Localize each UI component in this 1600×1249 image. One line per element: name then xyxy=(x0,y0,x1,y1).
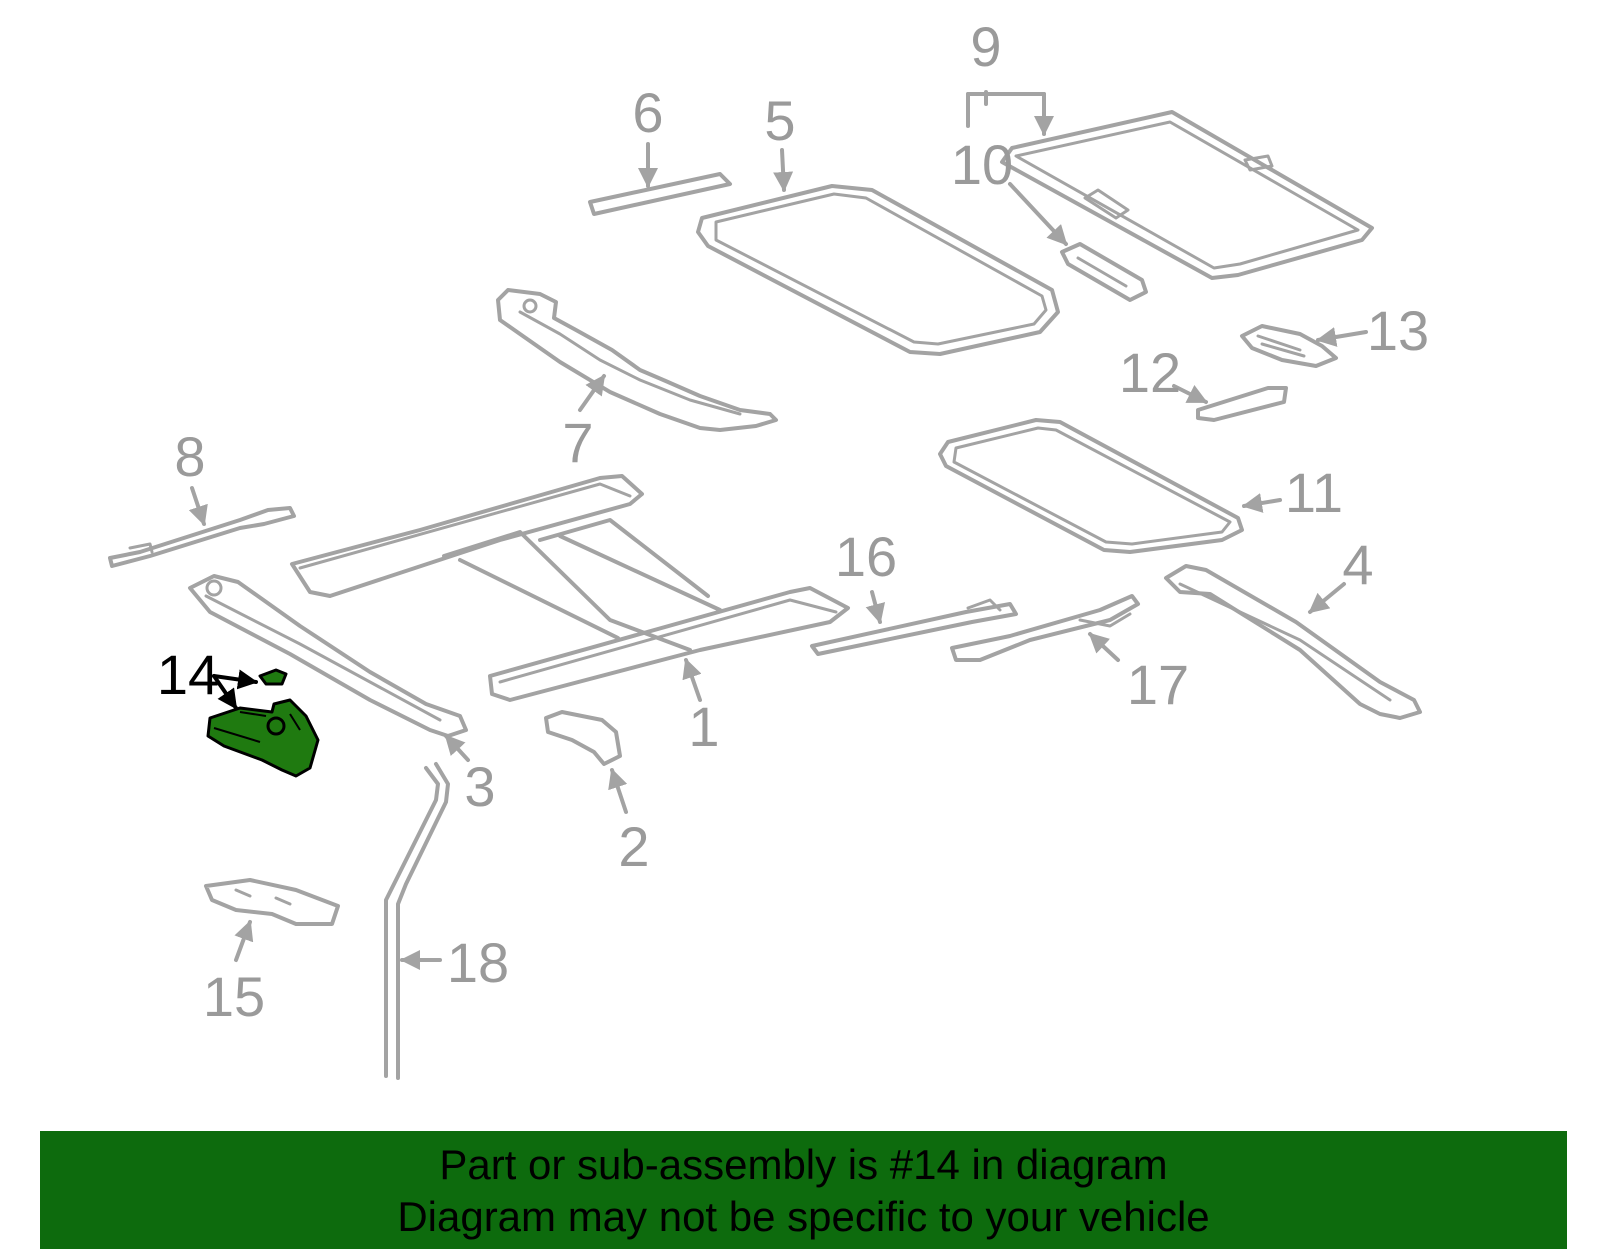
callout-7: 7 xyxy=(562,411,593,474)
part-8-bar xyxy=(108,506,296,568)
callout-4: 4 xyxy=(1342,533,1373,596)
part-10-handle xyxy=(1060,242,1148,302)
callout-numbers: 9 10 6 5 13 12 7 8 11 4 16 17 1 3 2 18 1… xyxy=(157,15,1429,1028)
part-7-rail xyxy=(496,288,778,432)
callout-11: 11 xyxy=(1285,461,1343,524)
part-4-rail xyxy=(1164,564,1422,720)
part-18-hose xyxy=(384,762,450,1080)
callout-17: 17 xyxy=(1127,653,1189,716)
callout-2: 2 xyxy=(618,815,649,878)
callout-8: 8 xyxy=(174,425,205,488)
part-11-seal xyxy=(938,418,1244,554)
callout-16: 16 xyxy=(835,525,897,588)
part-13-clip xyxy=(1240,324,1338,368)
callout-12: 12 xyxy=(1119,341,1181,404)
part-3-rail xyxy=(188,574,468,738)
callout-14: 14 xyxy=(157,643,219,706)
part-16-cable xyxy=(810,598,1018,656)
part-17-guide xyxy=(950,594,1140,662)
banner-line-2: Diagram may not be specific to your vehi… xyxy=(397,1193,1210,1240)
part-14-motor xyxy=(206,668,320,778)
banner-line-1: Part or sub-assembly is #14 in diagram xyxy=(439,1141,1168,1188)
info-banner: Part or sub-assembly is #14 in diagram D… xyxy=(40,1131,1567,1249)
callout-9: 9 xyxy=(970,15,1001,78)
part-12-bracket xyxy=(1196,386,1288,422)
part-9-sunshade xyxy=(1000,110,1374,280)
part-5-glass xyxy=(696,184,1060,356)
callout-10: 10 xyxy=(951,133,1013,196)
part-1-frame xyxy=(290,474,850,702)
callout-1: 1 xyxy=(688,695,719,758)
part-2-bracket xyxy=(544,710,622,766)
part-15-plate xyxy=(204,878,340,926)
callout-3: 3 xyxy=(464,755,495,818)
leader-lines xyxy=(188,90,1368,970)
callout-13: 13 xyxy=(1367,299,1429,362)
callout-15: 15 xyxy=(203,965,265,1028)
callout-5: 5 xyxy=(764,89,795,152)
callout-6: 6 xyxy=(632,81,663,144)
part-6-strip xyxy=(588,172,732,216)
callout-18: 18 xyxy=(447,931,509,994)
